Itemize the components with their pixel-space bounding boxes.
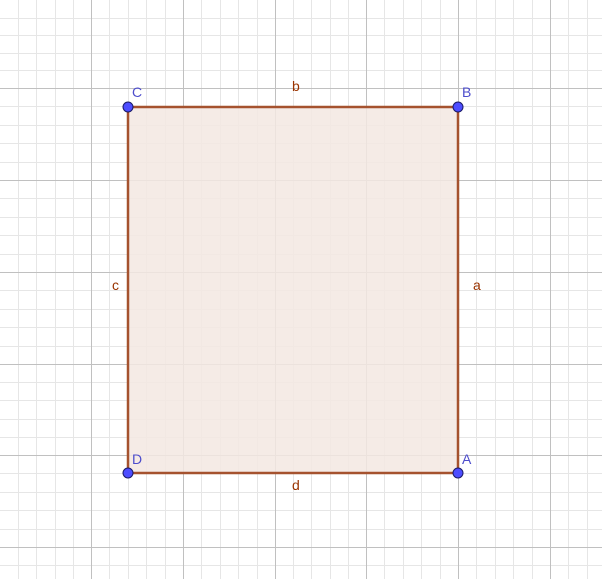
segment-label-b: b [292,78,300,94]
segment-labels: a b c d [112,78,481,493]
point-c[interactable] [122,101,134,113]
segments [126,105,460,475]
point-d[interactable] [122,467,134,479]
point-a[interactable] [452,467,464,479]
point-labels: A B C D [132,84,472,467]
segment-label-c: c [112,277,119,293]
point-b[interactable] [452,101,464,113]
point-label-c: C [132,84,142,100]
point-label-a: A [462,451,472,467]
rectangle-polygon[interactable] [128,107,458,473]
points [122,101,464,479]
point-label-d: D [132,451,142,467]
segment-label-d: d [292,477,300,493]
segment-label-a: a [473,277,481,293]
point-label-b: B [462,84,471,100]
